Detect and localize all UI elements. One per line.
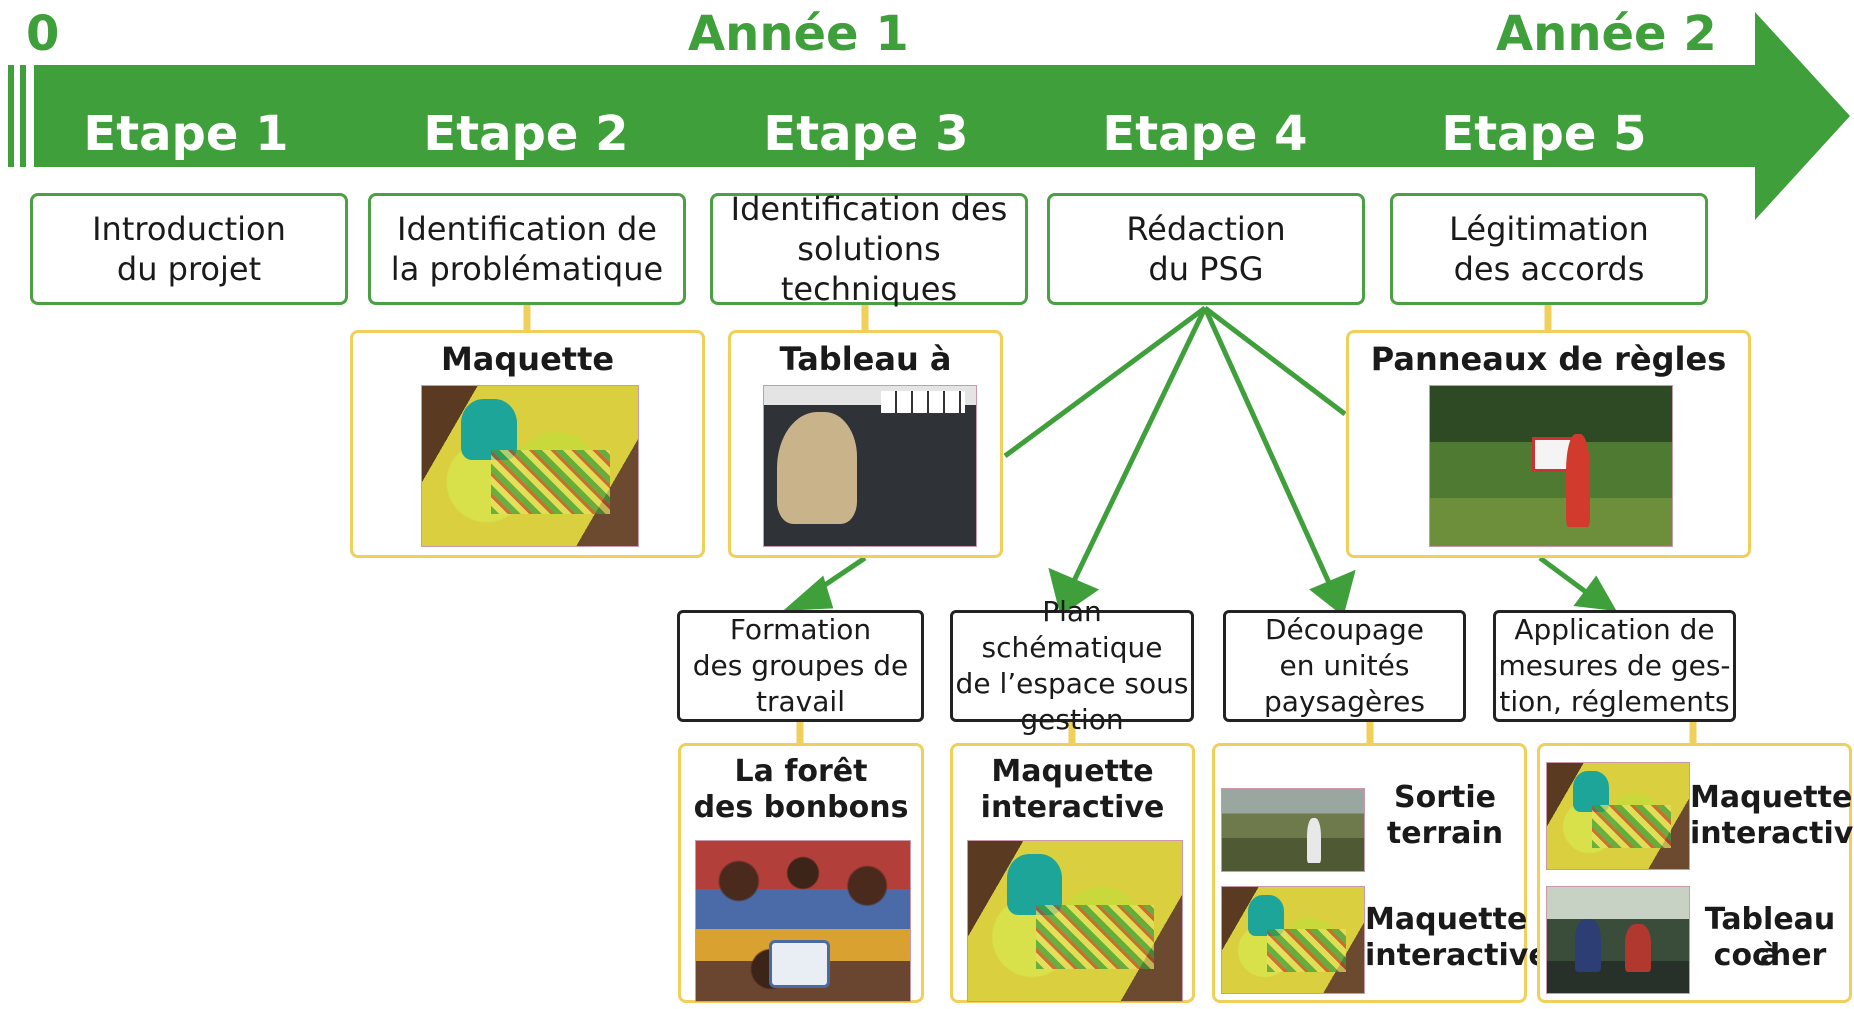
- arrowhead-application: [1573, 575, 1617, 612]
- photo-maquette-3: [1221, 886, 1365, 994]
- year-1-label: Année 1: [688, 6, 909, 62]
- photo-maquette-4: [1546, 762, 1690, 870]
- photo-maquette: [421, 385, 639, 547]
- step-box-introduction: Introduction du projet: [30, 193, 348, 305]
- step-box-legitimation: Légitimation des accords: [1390, 193, 1708, 305]
- step-box-line: Légitimation: [1449, 210, 1649, 248]
- timeline-start-label: 0: [26, 6, 60, 62]
- etape-3-label: Etape 3: [763, 106, 969, 162]
- tool-box-maquette-interactive-2: Maquette interactive: [950, 743, 1195, 1003]
- tool-box-maquette-interactive: Maquette interactive: [350, 330, 705, 558]
- arrowhead-plan: [1048, 567, 1100, 617]
- substep-line: mesures de ges-: [1498, 649, 1731, 682]
- substep-line: travail: [756, 685, 845, 718]
- tool-label-line: interactive: [1365, 938, 1549, 973]
- photo-tableau-icones: [763, 385, 977, 547]
- tool-box-sortie-maquette: Sortie terrain Maquette interactive: [1212, 743, 1549, 1003]
- step-box-line: du PSG: [1148, 250, 1264, 288]
- substep-line: en unités: [1279, 649, 1410, 682]
- arrow-panneaux-to-application: [1538, 555, 1592, 598]
- arrowhead-formation: [782, 575, 834, 611]
- substep-line: Application de: [1514, 613, 1715, 646]
- step-box-identification-solutions: Identification des solutions techniques: [710, 190, 1028, 308]
- photo-sortie-terrain: [1221, 788, 1365, 872]
- tool-title-line: interactive: [980, 790, 1165, 825]
- step-box-identification-problematique: Identification de la problématique: [368, 193, 686, 305]
- substep-box-application: Application de mesures de ges- tion, rég…: [1493, 610, 1736, 722]
- tool-box-maquette-tableau: Maquette interactive Tableau à cocher: [1537, 743, 1854, 1003]
- substep-box-formation: Formation des groupes de travail: [677, 610, 924, 722]
- photo-panneaux: [1429, 385, 1673, 547]
- etape-4-label: Etape 4: [1102, 106, 1308, 162]
- tool-title-line: Maquette: [991, 754, 1154, 789]
- substep-line: de l’espace sous: [955, 667, 1189, 700]
- etape-5-label: Etape 5: [1441, 106, 1647, 162]
- tool-label-line: Tableau à: [1704, 902, 1836, 973]
- photo-foret-bonbons: [695, 840, 911, 1002]
- step-box-line: des accords: [1453, 250, 1645, 288]
- substep-line: Plan schématique: [981, 595, 1163, 664]
- timeline-arrow: [8, 12, 1850, 220]
- green-arrows: [782, 305, 1617, 617]
- step-box-line: Identification des: [730, 190, 1008, 228]
- tool-label-line: interactive: [1690, 816, 1854, 851]
- substep-box-decoupage: Découpage en unités paysagères: [1223, 610, 1466, 722]
- tool-box-foret-bonbons: La forêt des bonbons: [678, 743, 924, 1003]
- substep-line: gestion: [1020, 703, 1124, 736]
- year-2-label: Année 2: [1496, 6, 1717, 62]
- arrow-psg-to-decoupage: [1202, 306, 1333, 587]
- step-box-line: la problématique: [390, 250, 664, 288]
- step-box-line: du projet: [116, 250, 262, 288]
- step-box-line: solutions techniques: [780, 230, 958, 308]
- arrow-psg-to-tableau: [1003, 305, 1207, 459]
- photo-tableau-cocher: [1546, 886, 1690, 994]
- tool-label-line: Maquette: [1690, 780, 1853, 815]
- yellow-connectors: [523, 305, 1697, 745]
- step-box-line: Introduction: [92, 210, 286, 248]
- step-box-line: Rédaction: [1126, 210, 1286, 248]
- substep-line: Découpage: [1265, 613, 1424, 646]
- etape-1-label: Etape 1: [83, 106, 289, 162]
- tool-label-line: Maquette: [1365, 902, 1528, 937]
- tool-title-line: La forêt: [734, 754, 868, 789]
- substep-box-plan-schematique: Plan schématique de l’espace sous gestio…: [950, 595, 1194, 736]
- tool-label-line: Sortie: [1394, 780, 1496, 815]
- tool-title-line: des bonbons: [693, 790, 909, 825]
- tool-label-line: cocher: [1713, 938, 1827, 973]
- photo-maquette-2: [967, 840, 1183, 1002]
- tool-box-panneaux-regles: Panneaux de règles: [1346, 330, 1751, 558]
- step-box-line: Identification de: [397, 210, 657, 248]
- arrow-psg-to-plan: [1069, 306, 1208, 587]
- substep-line: paysagères: [1264, 685, 1425, 718]
- arrow-psg-to-panneaux: [1203, 306, 1347, 416]
- substep-line: Formation: [729, 613, 872, 646]
- tool-box-tableau-icones: Tableau à icones: [728, 330, 1003, 558]
- etape-2-label: Etape 2: [423, 106, 629, 162]
- arrowhead-decoupage: [1309, 569, 1356, 617]
- step-box-redaction-psg: Rédaction du PSG: [1047, 193, 1365, 305]
- substep-line: des groupes de: [692, 649, 909, 682]
- tool-label-line: terrain: [1386, 816, 1504, 851]
- tool-title: Panneaux de règles: [1370, 340, 1727, 378]
- substep-line: tion, réglements: [1499, 685, 1730, 718]
